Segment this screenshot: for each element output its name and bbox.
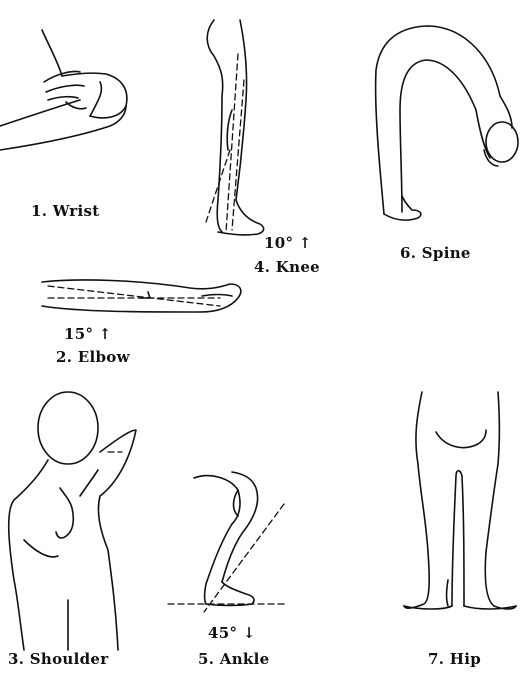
label-spine: 6. Spine bbox=[400, 244, 471, 262]
shoulder-figure bbox=[9, 392, 136, 650]
angle-knee: 10° ↑ bbox=[264, 234, 312, 252]
ankle-figure bbox=[168, 472, 284, 612]
spine-figure bbox=[376, 26, 518, 220]
wrist-figure bbox=[0, 30, 127, 150]
label-hip: 7. Hip bbox=[428, 650, 481, 668]
label-wrist: 1. Wrist bbox=[31, 202, 99, 220]
hip-figure bbox=[404, 392, 516, 609]
label-ankle: 5. Ankle bbox=[198, 650, 269, 668]
knee-figure bbox=[206, 20, 264, 235]
label-elbow: 2. Elbow bbox=[56, 348, 130, 366]
label-shoulder: 3. Shoulder bbox=[8, 650, 108, 668]
angle-elbow: 15° ↑ bbox=[64, 325, 112, 343]
angle-ankle: 45° ↓ bbox=[208, 624, 256, 642]
label-knee: 4. Knee bbox=[254, 258, 320, 276]
elbow-figure bbox=[42, 280, 241, 312]
